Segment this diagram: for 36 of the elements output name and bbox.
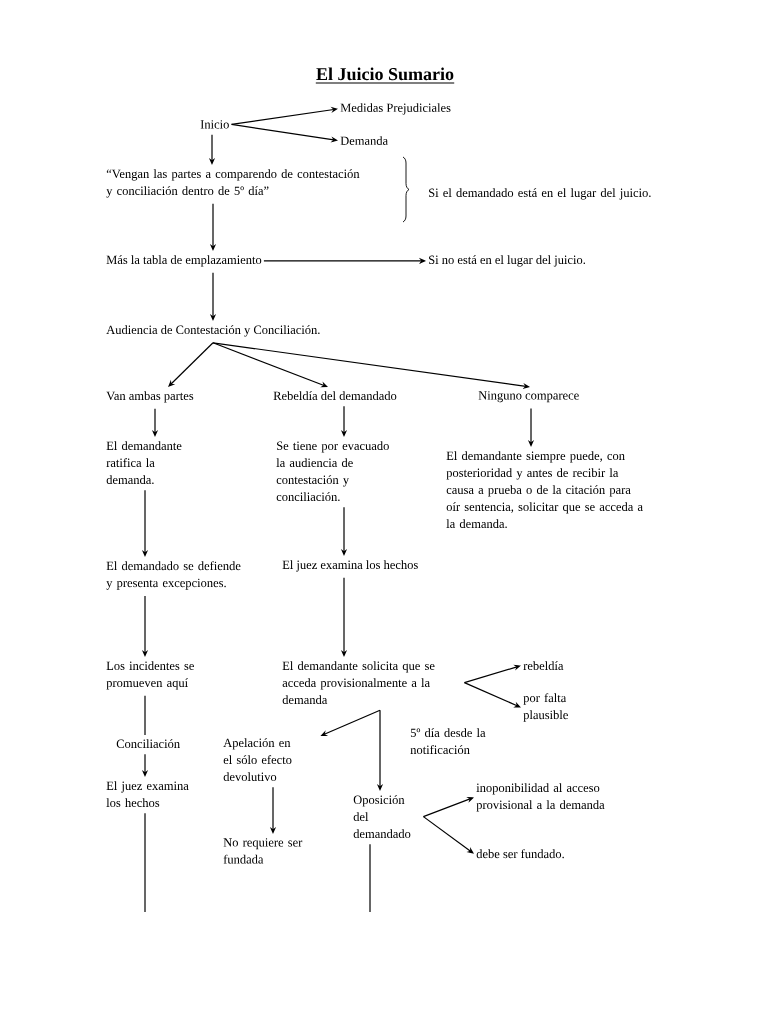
node-text: rebeldía	[523, 661, 564, 670]
node-text: Demanda	[340, 136, 388, 145]
node-text: Audiencia de Contestación y Conciliación.	[106, 325, 320, 337]
node-text: Los incidentes se promueven aquí	[106, 661, 194, 690]
node-text: Ninguno comparece	[478, 391, 579, 403]
arrow	[422, 816, 474, 854]
node-text: Medidas Prejudiciales	[340, 103, 451, 115]
node-text: No requiere ser fundada	[223, 838, 303, 864]
node-text: Apelación en el sólo efecto devolutivo	[223, 738, 292, 782]
node-text: “Vengan las partes a comparendo de contestación y conciliación dentro de 5º día”	[106, 169, 360, 198]
title: El Juicio Sumario	[316, 67, 454, 81]
arrow	[263, 257, 426, 264]
note: 5º día desde la notificación	[410, 728, 486, 754]
arrow	[422, 797, 474, 818]
arrow	[463, 664, 521, 684]
arrow	[230, 106, 338, 125]
node-text: Oposición del demandado	[353, 795, 411, 839]
node-text: El demandante siempre puede, con posterioridad y antes de recibir la causa a prueba o de la citación para oír sentencia, solicitar que se acceda a la demanda.	[446, 451, 643, 529]
node-text: El juez examina los hechos	[282, 560, 418, 572]
node-text: Si no está en el lugar del juicio.	[429, 255, 585, 267]
node-text: por falta plausible	[523, 693, 568, 722]
node-text: Si el demandado está en el lugar del juicio.	[429, 188, 651, 200]
node-text: Conciliación	[116, 739, 180, 749]
arrow	[463, 682, 521, 708]
node-text: Más la tabla de emplazamiento	[106, 255, 262, 267]
node-text: El juez examina los hechos	[106, 781, 189, 807]
node-text: Rebeldía del demandado	[273, 391, 397, 400]
node-text: Se tiene por evacuado la audiencia de contestación y conciliación.	[276, 441, 389, 502]
arrow	[168, 342, 214, 387]
node-text: inoponibilidad al acceso provisional a la demanda	[476, 783, 605, 812]
node-text: El demandante solicita que se acceda provisionalmente a la demanda	[282, 661, 435, 704]
node-text: Inicio	[200, 120, 229, 129]
node-text: debe ser fundado.	[476, 849, 564, 859]
node-text: El demandado se defiende y presenta excepciones.	[106, 561, 241, 590]
node-text: Van ambas partes	[106, 391, 194, 403]
node-text: El demandante ratifica la demanda.	[106, 441, 182, 485]
